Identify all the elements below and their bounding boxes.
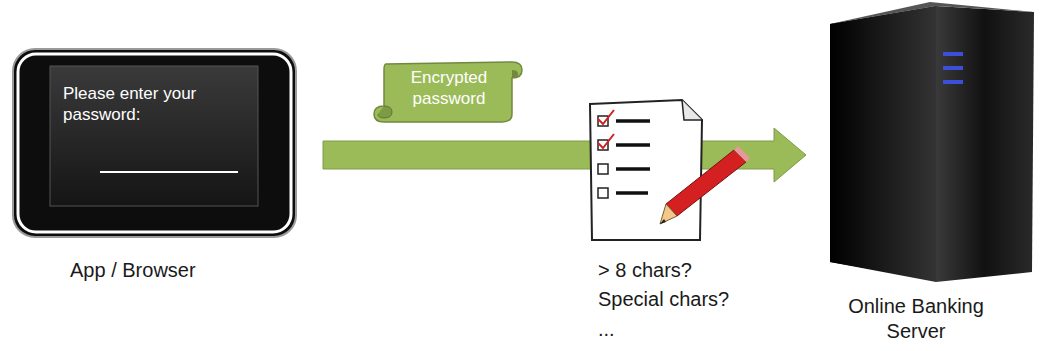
check-item: > 8 chars? xyxy=(598,259,692,282)
server-tower: Online Banking Server xyxy=(806,0,1038,286)
pencil xyxy=(660,146,750,224)
device-caption: App / Browser xyxy=(70,258,270,283)
server-caption: Online Banking Server xyxy=(836,294,996,344)
tablet-device: Please enter your password:App / Browser xyxy=(12,48,323,238)
server-tower-outline xyxy=(806,0,1038,286)
check-item: Special chars? xyxy=(598,288,729,311)
encrypted-scroll: Encrypted password xyxy=(372,56,524,124)
scroll-label: Encrypted password xyxy=(390,67,508,110)
checklist-document xyxy=(590,100,702,240)
screen-prompt: Please enter your password: xyxy=(63,83,223,126)
ellipsis: ... xyxy=(598,318,615,341)
tablet-device-outline xyxy=(12,48,323,238)
